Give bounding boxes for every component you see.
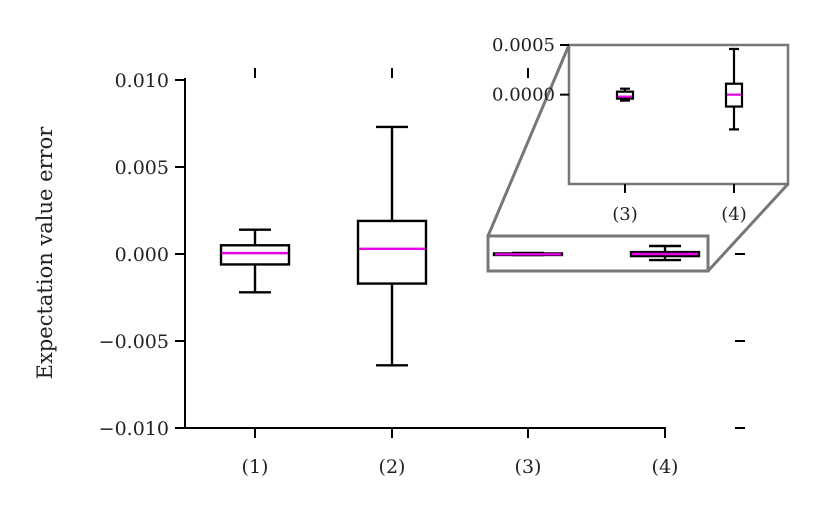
box-1-box bbox=[219, 244, 291, 266]
x-tick-label: (4) bbox=[652, 456, 679, 478]
x-tick-label: (1) bbox=[242, 456, 269, 478]
inset-x-tick-label: (4) bbox=[721, 204, 747, 225]
box-2-box bbox=[356, 219, 428, 285]
y-tick-label: 0.000 bbox=[115, 244, 169, 266]
y-tick-label: −0.005 bbox=[99, 331, 169, 353]
y-tick-label: 0.005 bbox=[115, 157, 169, 179]
y-tick-label: −0.010 bbox=[99, 418, 169, 440]
x-tick-label: (3) bbox=[515, 456, 542, 478]
inset-x-tick-label: (3) bbox=[612, 204, 638, 225]
inset-box-4-box bbox=[724, 82, 744, 108]
inset-frame bbox=[567, 43, 790, 186]
zoom-connector-left bbox=[486, 44, 571, 237]
inset-y-tick-label: 0.0005 bbox=[492, 35, 555, 56]
inset-y-tick-label: 0.0000 bbox=[492, 85, 555, 106]
box-4-box bbox=[629, 250, 701, 258]
zoom-connector-right bbox=[706, 182, 790, 273]
y-tick-label: 0.010 bbox=[115, 70, 169, 92]
y-axis-label: Expectation value error bbox=[33, 126, 57, 380]
zoom-region-frame bbox=[486, 234, 710, 273]
x-tick-label: (2) bbox=[379, 456, 406, 478]
inset-box-3-box bbox=[615, 90, 635, 100]
